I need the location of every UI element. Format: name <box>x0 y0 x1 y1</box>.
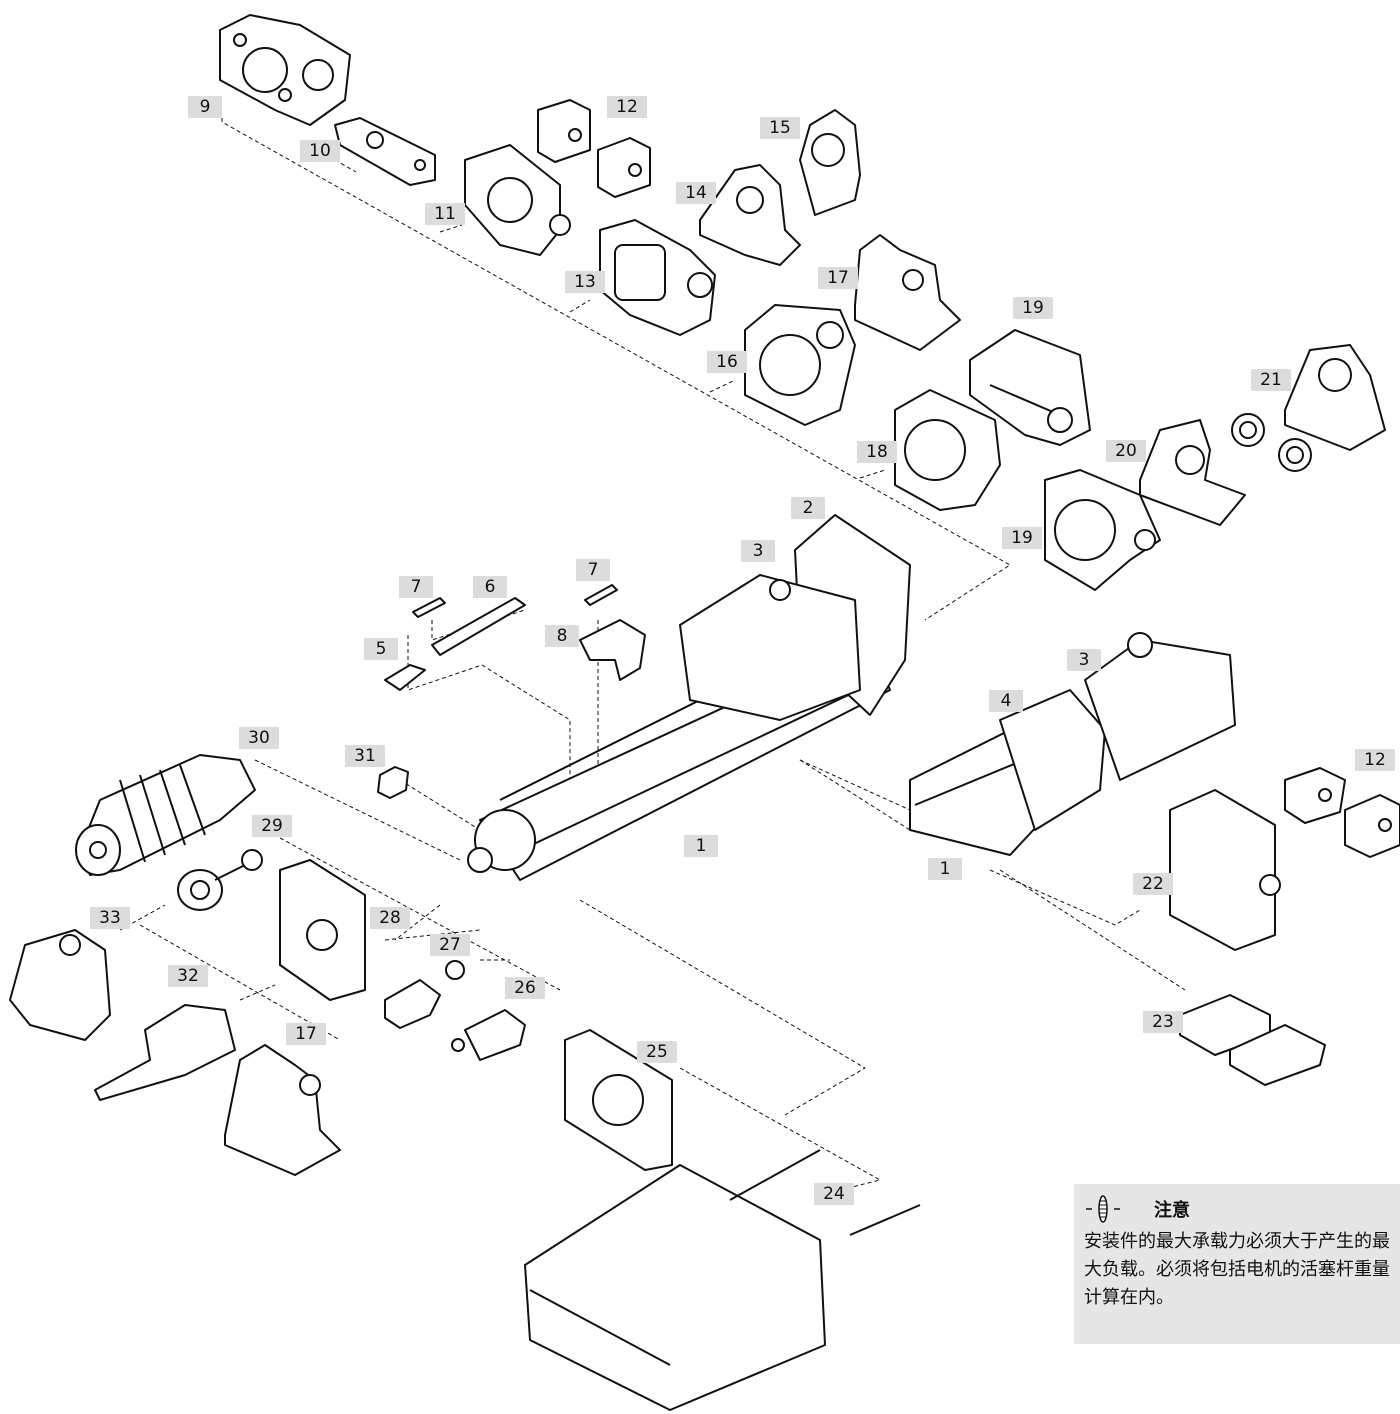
part-33-bracket <box>9 929 111 1041</box>
callout-13: 13 <box>565 271 605 293</box>
part-12-blocks-right <box>1284 767 1400 858</box>
part-31-screw <box>377 766 409 799</box>
part-17-clevis-bottom <box>224 1044 341 1176</box>
callout-6: 6 <box>473 576 507 598</box>
callout-17-bottom: 17 <box>286 1023 326 1045</box>
part-7-sensor-left <box>412 597 446 618</box>
part-28-plate <box>279 859 366 1001</box>
callout-3-main: 3 <box>741 540 775 562</box>
callout-7-right: 7 <box>576 559 610 581</box>
part-9-flange <box>219 14 351 126</box>
part-32-rod-clevis <box>94 1004 236 1101</box>
callout-25: 25 <box>637 1041 677 1063</box>
callout-27: 27 <box>430 934 470 956</box>
part-16-flange <box>744 304 856 426</box>
part-6-rail <box>431 597 526 656</box>
part-11-mount <box>464 144 571 256</box>
caution-note-header: 注意 <box>1084 1194 1190 1224</box>
part-19-trunnion-lower <box>1044 469 1161 591</box>
part-17-clevis-top <box>854 234 961 351</box>
part-14-pivot <box>699 164 801 266</box>
callout-20: 20 <box>1106 440 1146 462</box>
callout-3-right: 3 <box>1067 649 1101 671</box>
callout-22: 22 <box>1133 873 1173 895</box>
callout-8: 8 <box>545 625 579 647</box>
callout-21: 21 <box>1251 369 1291 391</box>
callout-26: 26 <box>505 977 545 999</box>
part-7-sensor-right <box>584 584 618 606</box>
callout-4: 4 <box>989 690 1023 712</box>
callout-9: 9 <box>188 96 222 118</box>
callout-23: 23 <box>1143 1011 1183 1033</box>
part-19-trunnion-top <box>969 329 1091 446</box>
part-29-rod-eye <box>177 849 263 911</box>
callout-17-top: 17 <box>818 267 858 289</box>
part-18-flange <box>894 389 1001 511</box>
callout-2: 2 <box>791 497 825 519</box>
callout-14: 14 <box>676 182 716 204</box>
part-24-guide-unit <box>524 1149 921 1411</box>
callout-33: 33 <box>90 907 130 929</box>
part-10-bracket <box>334 117 436 186</box>
part-13-flange <box>599 219 716 336</box>
callout-15: 15 <box>760 117 800 139</box>
callout-29: 29 <box>252 815 292 837</box>
part-30-bellows <box>75 754 256 876</box>
part-5-cap <box>384 664 426 691</box>
callout-30: 30 <box>239 727 279 749</box>
callout-10: 10 <box>300 140 340 162</box>
callout-28: 28 <box>370 907 410 929</box>
part-21-bearings <box>1231 344 1386 472</box>
callout-11: 11 <box>425 203 465 225</box>
part-3-motor-right <box>1084 632 1236 781</box>
callout-32: 32 <box>168 965 208 987</box>
part-25-plate <box>564 1029 673 1171</box>
callout-16: 16 <box>707 351 747 373</box>
part-12-blocks-top <box>537 99 651 198</box>
part-8-clamp <box>579 619 646 681</box>
callout-7-left: 7 <box>399 576 433 598</box>
callout-5: 5 <box>364 638 398 660</box>
part-3-motor-main <box>679 574 861 721</box>
caution-title: 注意 <box>1154 1200 1190 1221</box>
callout-12-right: 12 <box>1355 749 1395 771</box>
callout-19-lower: 19 <box>1002 527 1042 549</box>
callout-1-right: 1 <box>928 858 962 880</box>
caution-text: 安装件的最大承载力必须大于产生的最大负载。必须将包括电机的活塞杆重量计算在内。 <box>1084 1231 1390 1308</box>
callout-19-top: 19 <box>1013 297 1053 319</box>
callout-31: 31 <box>345 745 385 767</box>
callout-12-top: 12 <box>607 96 647 118</box>
part-26-coupling <box>451 1009 526 1061</box>
part-23-slot-nuts <box>1179 994 1326 1086</box>
caution-note: 注意 安装件的最大承载力必须大于产生的最大负载。必须将包括电机的活塞杆重量计算在… <box>1074 1184 1400 1344</box>
part-27-clevis <box>384 960 465 1029</box>
part-22-frame <box>1169 789 1281 951</box>
caution-icon <box>1086 1195 1120 1223</box>
part-20-bearing-block <box>1139 419 1246 526</box>
part-15-rod-eye <box>799 109 861 216</box>
callout-24: 24 <box>814 1183 854 1205</box>
callout-18: 18 <box>857 441 897 463</box>
part-4-adapter <box>999 689 1106 831</box>
callout-1-main: 1 <box>684 835 718 857</box>
